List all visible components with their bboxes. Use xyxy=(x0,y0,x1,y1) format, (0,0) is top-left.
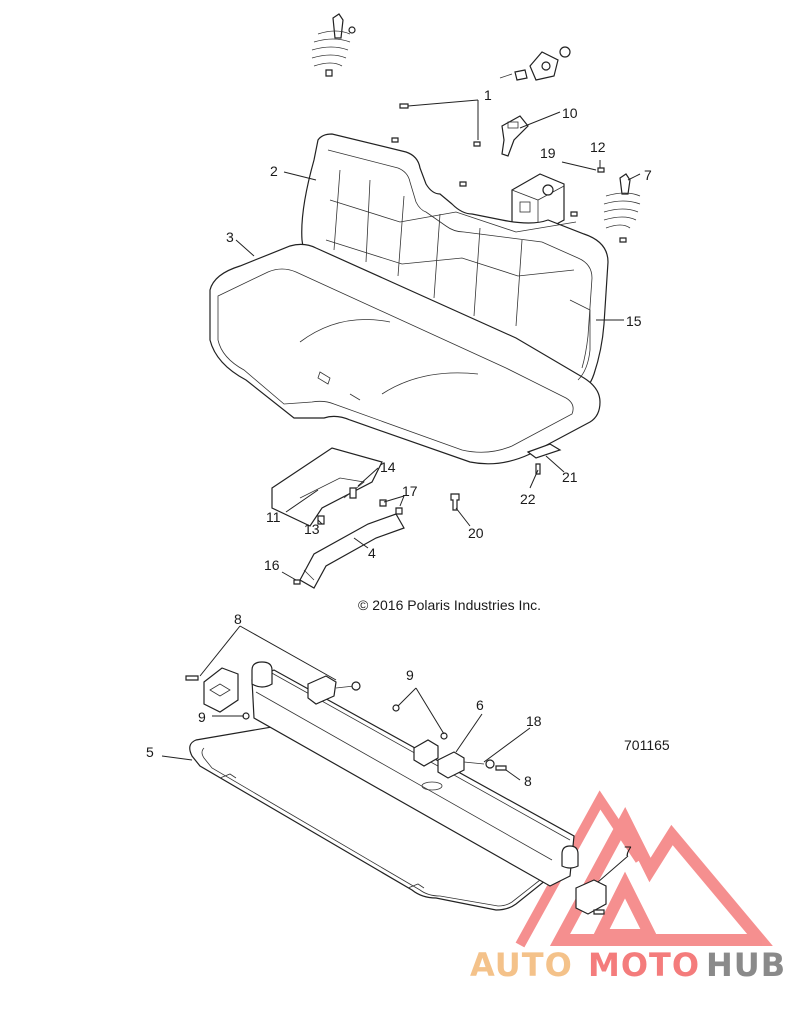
leader-lines xyxy=(161,99,641,883)
callout-12: 12 xyxy=(590,139,606,155)
callout-17: 17 xyxy=(402,483,418,499)
callout-8-bottom: 8 xyxy=(524,773,532,789)
callout-18: 18 xyxy=(526,713,542,729)
callout-3: 3 xyxy=(226,229,234,245)
callout-21: 21 xyxy=(562,469,578,485)
callout-14: 14 xyxy=(380,459,396,475)
seat-mount-bracket xyxy=(271,447,383,527)
callout-9-left: 9 xyxy=(198,709,206,725)
callout-20: 20 xyxy=(468,525,484,541)
seat-base-crossmember xyxy=(251,661,579,887)
seat-belt-retractor-left xyxy=(185,667,239,713)
copyright-text: © 2016 Polaris Industries Inc. xyxy=(358,597,541,613)
seat-cushion xyxy=(209,243,601,465)
watermark-moto: MOTO xyxy=(588,946,700,984)
hardware-top-right xyxy=(499,46,571,81)
callout-1: 1 xyxy=(484,87,492,103)
seat-spring-right xyxy=(603,173,641,229)
callout-4: 4 xyxy=(368,545,376,561)
seat-back-frame xyxy=(569,299,591,381)
callout-7-top: 7 xyxy=(644,167,652,183)
seat-latch-cover xyxy=(511,173,565,235)
diagram-reference-number: 701165 xyxy=(624,737,670,753)
watermark-text: AUTO MOTO HUB xyxy=(470,946,786,984)
callout-15: 15 xyxy=(626,313,642,329)
callout-8-top: 8 xyxy=(234,611,242,627)
callout-9-top: 9 xyxy=(406,667,414,683)
seat-belt-buckle-top xyxy=(501,115,529,157)
watermark-logo xyxy=(515,790,773,948)
callout-6: 6 xyxy=(476,697,484,713)
callout-13: 13 xyxy=(304,521,320,537)
watermark-hub: HUB xyxy=(706,946,786,984)
washers-9 xyxy=(242,704,448,740)
callout-7-bottom: 7 xyxy=(624,843,632,859)
callout-16: 16 xyxy=(264,557,280,573)
bolt-20 xyxy=(450,493,460,511)
callout-19: 19 xyxy=(540,145,556,161)
seat-belt-buckle-mid xyxy=(307,675,361,705)
callout-10: 10 xyxy=(562,105,578,121)
clip-21-22 xyxy=(526,443,562,475)
callout-5: 5 xyxy=(146,744,154,760)
watermark-auto: AUTO xyxy=(470,946,573,984)
seat-belt-buckle-6 xyxy=(413,739,507,779)
callout-22: 22 xyxy=(520,491,536,507)
callout-2: 2 xyxy=(270,163,278,179)
callout-11: 11 xyxy=(266,509,281,525)
callout-labels: 1 2 3 4 5 6 7 7 8 8 9 9 10 11 12 13 14 1… xyxy=(146,87,652,859)
screws-1 xyxy=(391,103,627,243)
seat-spring-top xyxy=(311,13,356,77)
seat-support-bracket-4 xyxy=(293,499,405,589)
seat-belt-retractor-right xyxy=(575,879,607,915)
